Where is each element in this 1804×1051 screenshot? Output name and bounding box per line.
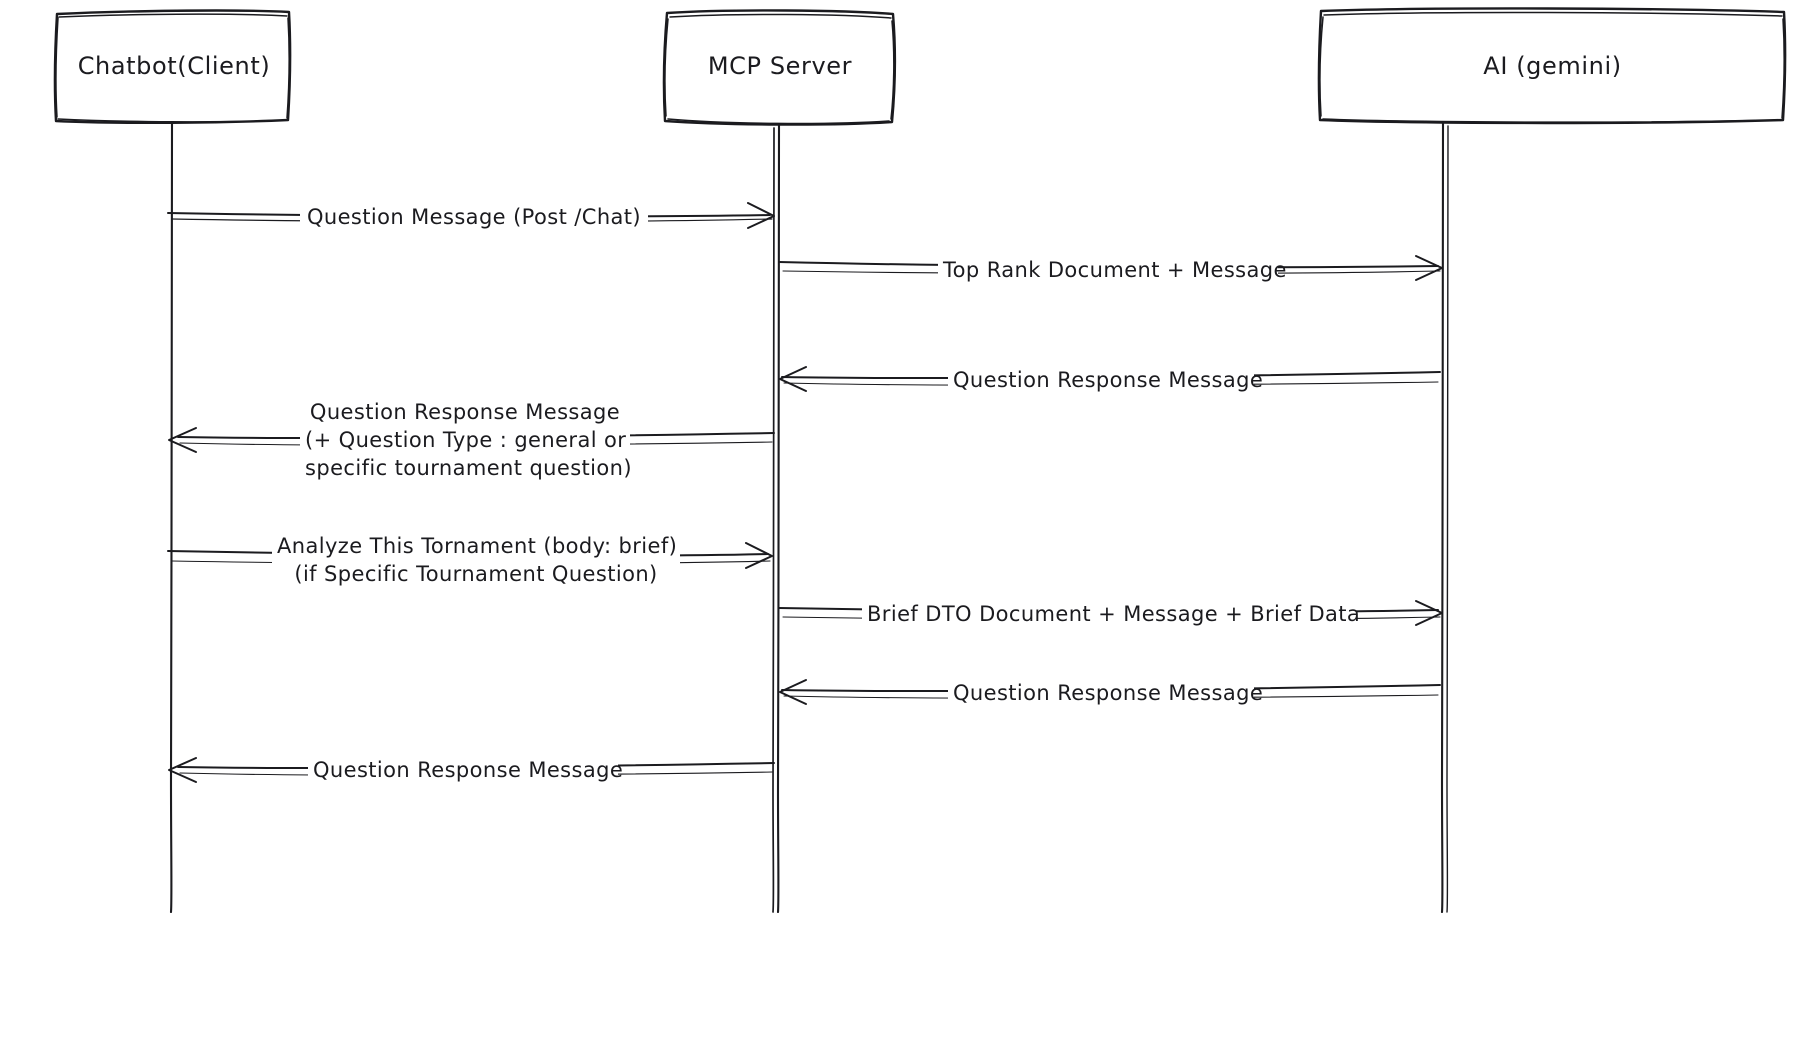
lifeline-client	[169, 120, 174, 914]
lifeline-ai-gemini	[1440, 120, 1449, 914]
message-label-3: Question Response Message	[948, 366, 1263, 394]
message-label-7: Question Response Message	[948, 679, 1263, 707]
actor-label-client: Chatbot(Client)	[77, 52, 271, 80]
actor-label-mcp-server: MCP Server	[707, 52, 853, 80]
actor-label-ai-gemini: AI (gemini)	[1483, 52, 1622, 80]
lifeline-mcp-server	[772, 122, 781, 914]
message-label-1: Question Message (Post /Chat)	[300, 203, 648, 231]
message-label-4: Question Response Message (+ Question Ty…	[300, 398, 632, 482]
message-label-2: Top Rank Document + Message	[938, 256, 1286, 284]
message-label-6: Brief DTO Document + Message + Brief Dat…	[862, 600, 1360, 628]
actor-box-client[interactable]	[53, 9, 292, 125]
message-label-8: Question Response Message	[308, 756, 623, 784]
actor-box-ai-gemini[interactable]	[1317, 7, 1787, 125]
message-label-5: Analyze This Tornament (body: brief) (if…	[272, 532, 680, 588]
actor-box-mcp-server[interactable]	[662, 9, 896, 126]
